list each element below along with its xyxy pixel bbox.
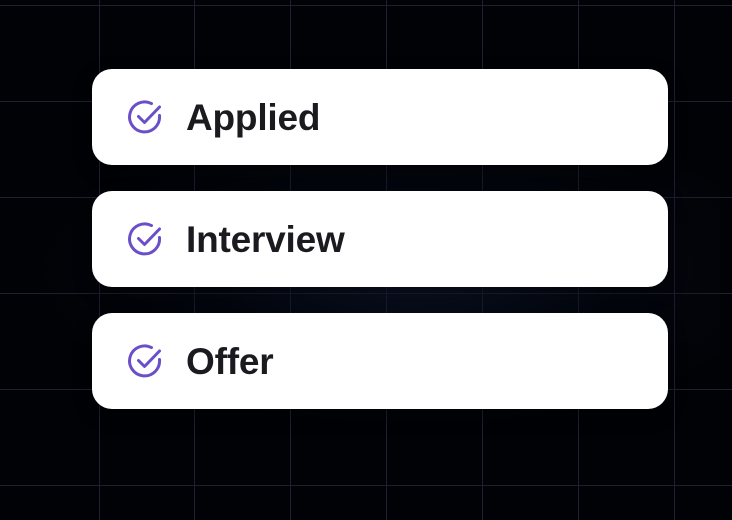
check-circle-icon bbox=[128, 100, 162, 134]
status-step-list: Applied Interview Offer bbox=[92, 69, 668, 409]
step-card-applied: Applied bbox=[92, 69, 668, 165]
check-circle-icon bbox=[128, 344, 162, 378]
step-card-interview: Interview bbox=[92, 191, 668, 287]
step-label: Offer bbox=[186, 340, 274, 382]
step-label: Applied bbox=[186, 96, 321, 138]
step-card-offer: Offer bbox=[92, 313, 668, 409]
check-circle-icon bbox=[128, 222, 162, 256]
step-label: Interview bbox=[186, 218, 345, 260]
